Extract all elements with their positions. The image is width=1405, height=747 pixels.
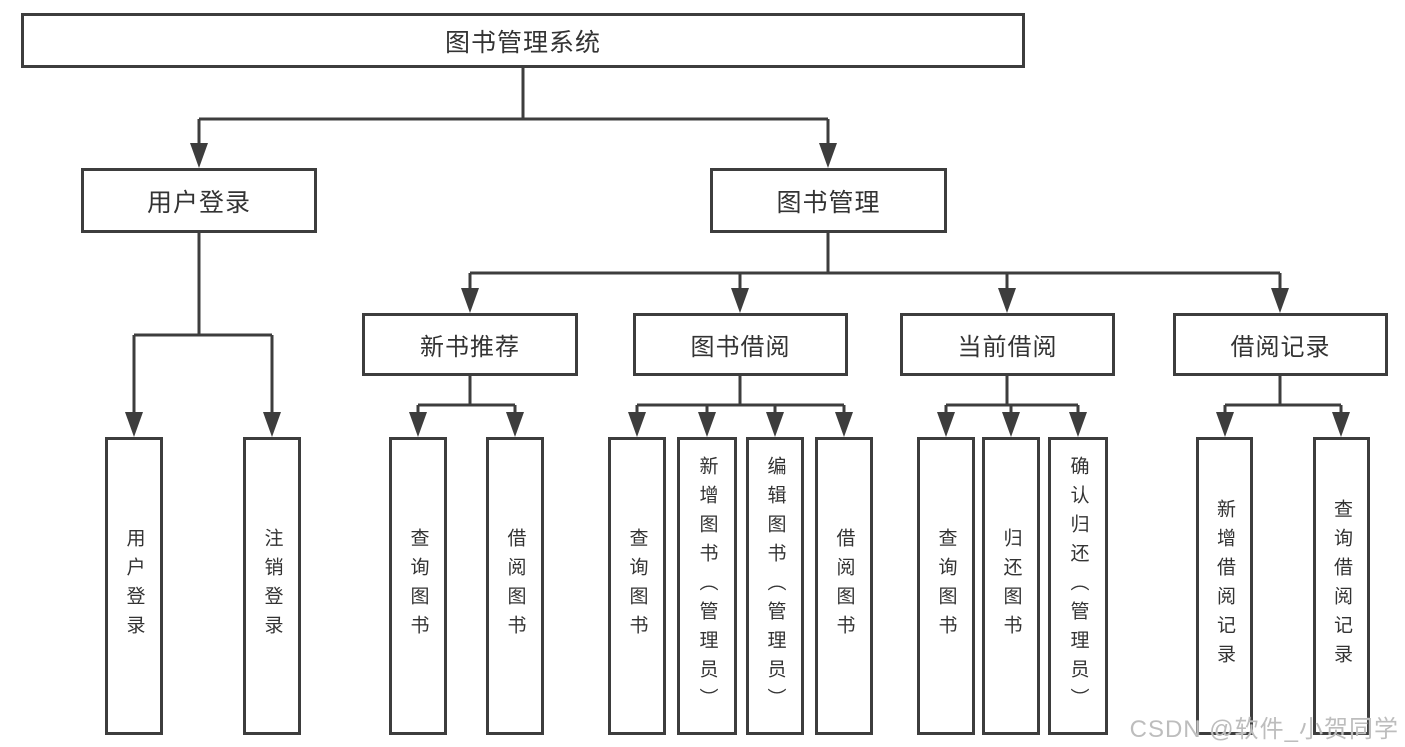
node-book-management-label: 图书管理: [776, 188, 881, 217]
leaf-current-query: 查询图书: [917, 437, 975, 735]
leaf-record-add-label: 新增借阅记录: [1214, 499, 1235, 673]
leaf-newbook-borrow: 借阅图书: [486, 437, 544, 735]
leaf-current-return: 归还图书: [982, 437, 1040, 735]
node-current-borrow-label: 当前借阅: [957, 334, 1058, 361]
leaf-current-confirm-admin-label: 确认归还（管理员）: [1067, 455, 1089, 717]
leaf-logout-label: 注销登录: [261, 528, 283, 644]
node-book-management: 图书管理: [710, 168, 947, 233]
node-current-borrow: 当前借阅: [900, 313, 1115, 376]
leaf-borrow-book-label: 借阅图书: [833, 528, 855, 644]
leaf-borrow-query-label: 查询图书: [626, 528, 648, 644]
leaf-user-login: 用户登录: [105, 437, 163, 735]
leaf-borrow-book: 借阅图书: [815, 437, 873, 735]
leaf-borrow-edit-admin-label: 编辑图书（管理员）: [764, 455, 786, 717]
leaf-record-query-label: 查询借阅记录: [1331, 499, 1352, 673]
leaf-newbook-query: 查询图书: [389, 437, 447, 735]
leaf-newbook-query-label: 查询图书: [407, 528, 429, 644]
node-new-book-recommend: 新书推荐: [362, 313, 578, 376]
leaf-current-return-label: 归还图书: [1000, 528, 1022, 644]
node-borrow-records: 借阅记录: [1173, 313, 1388, 376]
leaf-current-confirm-admin: 确认归还（管理员）: [1048, 437, 1108, 735]
leaf-newbook-borrow-label: 借阅图书: [504, 528, 526, 644]
leaf-record-add: 新增借阅记录: [1196, 437, 1253, 735]
leaf-logout: 注销登录: [243, 437, 301, 735]
node-root-system: 图书管理系统: [21, 13, 1025, 68]
node-new-book-recommend-label: 新书推荐: [420, 334, 520, 361]
node-root-label: 图书管理系统: [444, 28, 601, 57]
leaf-current-query-label: 查询图书: [935, 528, 957, 644]
node-user-login-label: 用户登录: [146, 188, 251, 217]
leaf-record-query: 查询借阅记录: [1313, 437, 1370, 735]
leaf-borrow-add-admin-label: 新增图书（管理员）: [696, 455, 718, 717]
leaf-borrow-add-admin: 新增图书（管理员）: [677, 437, 737, 735]
leaf-borrow-query: 查询图书: [608, 437, 666, 735]
csdn-watermark: CSDN @软件_小贺同学: [1129, 716, 1399, 743]
leaf-user-login-label: 用户登录: [123, 528, 145, 644]
node-book-borrow: 图书借阅: [633, 313, 848, 376]
node-borrow-records-label: 借阅记录: [1230, 334, 1331, 361]
node-book-borrow-label: 图书借阅: [690, 334, 791, 361]
leaf-borrow-edit-admin: 编辑图书（管理员）: [746, 437, 804, 735]
node-user-login: 用户登录: [81, 168, 317, 233]
